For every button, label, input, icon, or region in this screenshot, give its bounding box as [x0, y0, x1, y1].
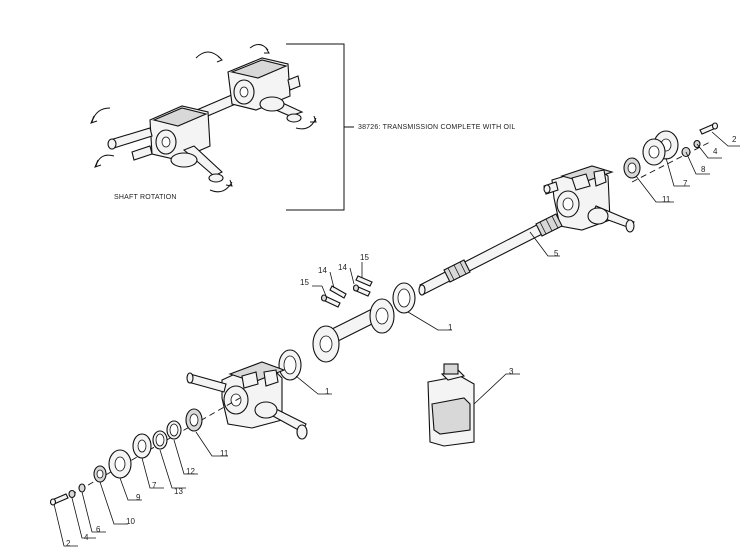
plate-upper	[642, 138, 666, 166]
callout-14-a: 14	[318, 266, 327, 275]
assembly-gearbox-left	[107, 105, 224, 183]
callout-4-lower: 4	[84, 533, 89, 542]
bearing-11-upper	[623, 157, 641, 179]
bearing-11-lower	[185, 408, 203, 432]
callout-6: 6	[96, 525, 101, 534]
callout-numbers: 2 4 8 7 11 5 1 14 14 15 15 1 3 11 12 13 …	[66, 135, 737, 548]
callout-15-a: 15	[300, 278, 309, 287]
callout-13: 13	[174, 487, 183, 496]
splined-shaft-5	[418, 213, 563, 296]
callout-12: 12	[186, 467, 195, 476]
bearing-10	[93, 465, 107, 483]
callout-2-upper: 2	[732, 135, 737, 144]
gasket-1-left	[278, 349, 302, 381]
flange-7-lower	[132, 433, 152, 459]
assembly-gearbox-right	[227, 57, 304, 123]
shaft-rotation-label: SHAFT ROTATION	[114, 194, 177, 201]
assembly-bracket	[286, 43, 354, 211]
callout-14-b: 14	[338, 263, 347, 272]
callout-1-right: 1	[448, 323, 453, 332]
bolt-2-lower	[49, 493, 69, 506]
callout-7-upper: 7	[683, 179, 688, 188]
callout-5: 5	[554, 249, 559, 258]
washer-4-lower	[68, 489, 76, 499]
oil-bottle-3	[427, 363, 475, 447]
bolts-14-15	[320, 275, 373, 308]
gasket-1-right	[392, 282, 416, 314]
callout-15-b: 15	[360, 253, 369, 262]
callout-7-lower: 7	[152, 481, 157, 490]
leader-lines	[53, 131, 740, 547]
assembly-label: 38726: TRANSMISSION COMPLETE WITH OIL	[358, 124, 515, 131]
nut-6	[78, 483, 86, 493]
callout-1-left: 1	[325, 387, 330, 396]
rotation-arrows	[90, 44, 317, 193]
plate-9	[108, 449, 132, 479]
lower-hardware-stack	[49, 397, 241, 506]
gearbox-right	[543, 165, 635, 233]
callout-2-lower: 2	[66, 539, 71, 548]
callout-11-upper: 11	[662, 195, 671, 204]
upper-hardware-stack	[623, 122, 719, 183]
callout-3: 3	[509, 367, 514, 376]
callout-10: 10	[126, 517, 135, 526]
callout-9: 9	[136, 493, 141, 502]
complete-assembly-illustration: SHAFT ROTATION	[90, 44, 317, 201]
callout-4-upper: 4	[713, 147, 718, 156]
callout-11-lower: 11	[220, 449, 229, 458]
center-tube	[312, 298, 395, 363]
callout-8-upper: 8	[701, 165, 706, 174]
bolt-2-upper	[699, 122, 719, 135]
